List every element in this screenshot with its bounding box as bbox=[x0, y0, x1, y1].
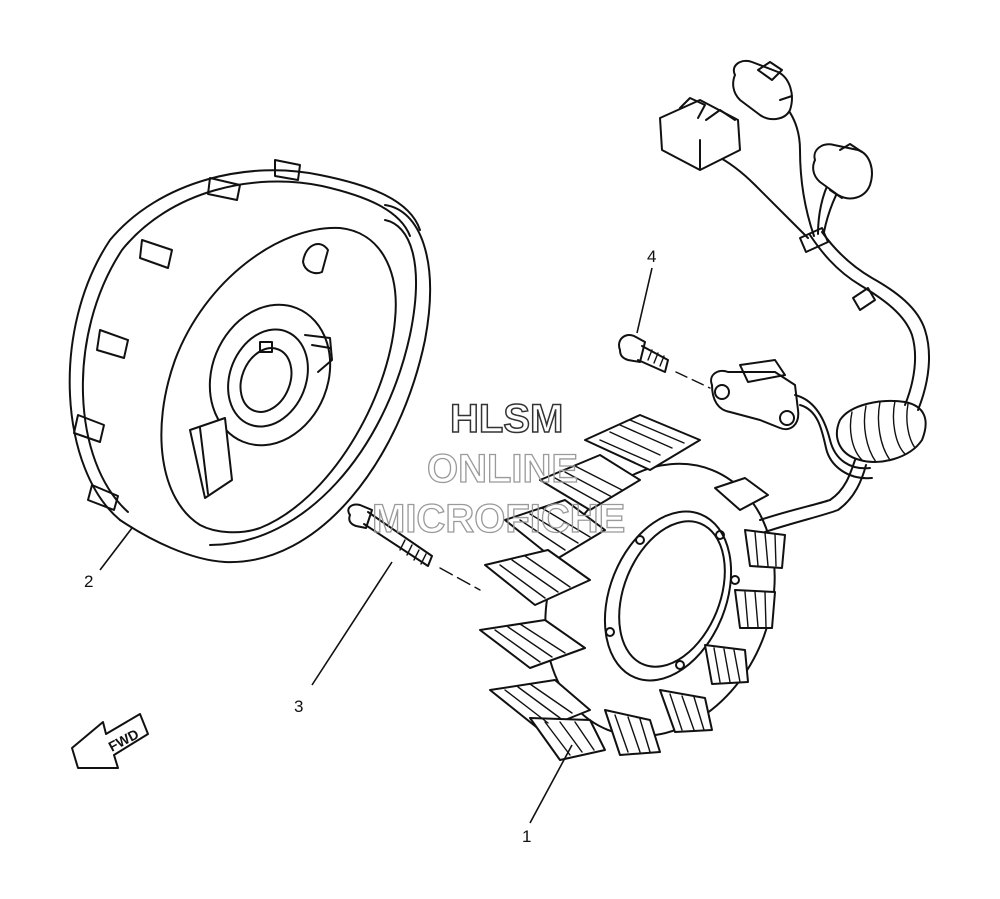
stator-coils bbox=[479, 414, 786, 761]
callout-2: 2 bbox=[84, 572, 93, 591]
watermark: HLSM ONLINE MICROFICHE bbox=[371, 396, 626, 541]
callout-1: 1 bbox=[522, 827, 531, 846]
watermark-line3: MICROFICHE bbox=[372, 497, 625, 541]
callout-4: 4 bbox=[647, 247, 656, 266]
stator-assembly bbox=[479, 414, 867, 761]
callout-3: 3 bbox=[294, 697, 303, 716]
bolt bbox=[347, 503, 481, 591]
watermark-line2: ONLINE bbox=[427, 447, 578, 491]
rotor-flywheel bbox=[68, 159, 432, 564]
fwd-arrow-icon: FWD bbox=[71, 713, 149, 769]
wire-harness bbox=[659, 59, 931, 463]
screw bbox=[618, 334, 711, 389]
pickup-coil bbox=[710, 359, 873, 480]
callout-group: 1 2 3 4 bbox=[84, 247, 656, 846]
watermark-line1: HLSM bbox=[450, 397, 563, 441]
